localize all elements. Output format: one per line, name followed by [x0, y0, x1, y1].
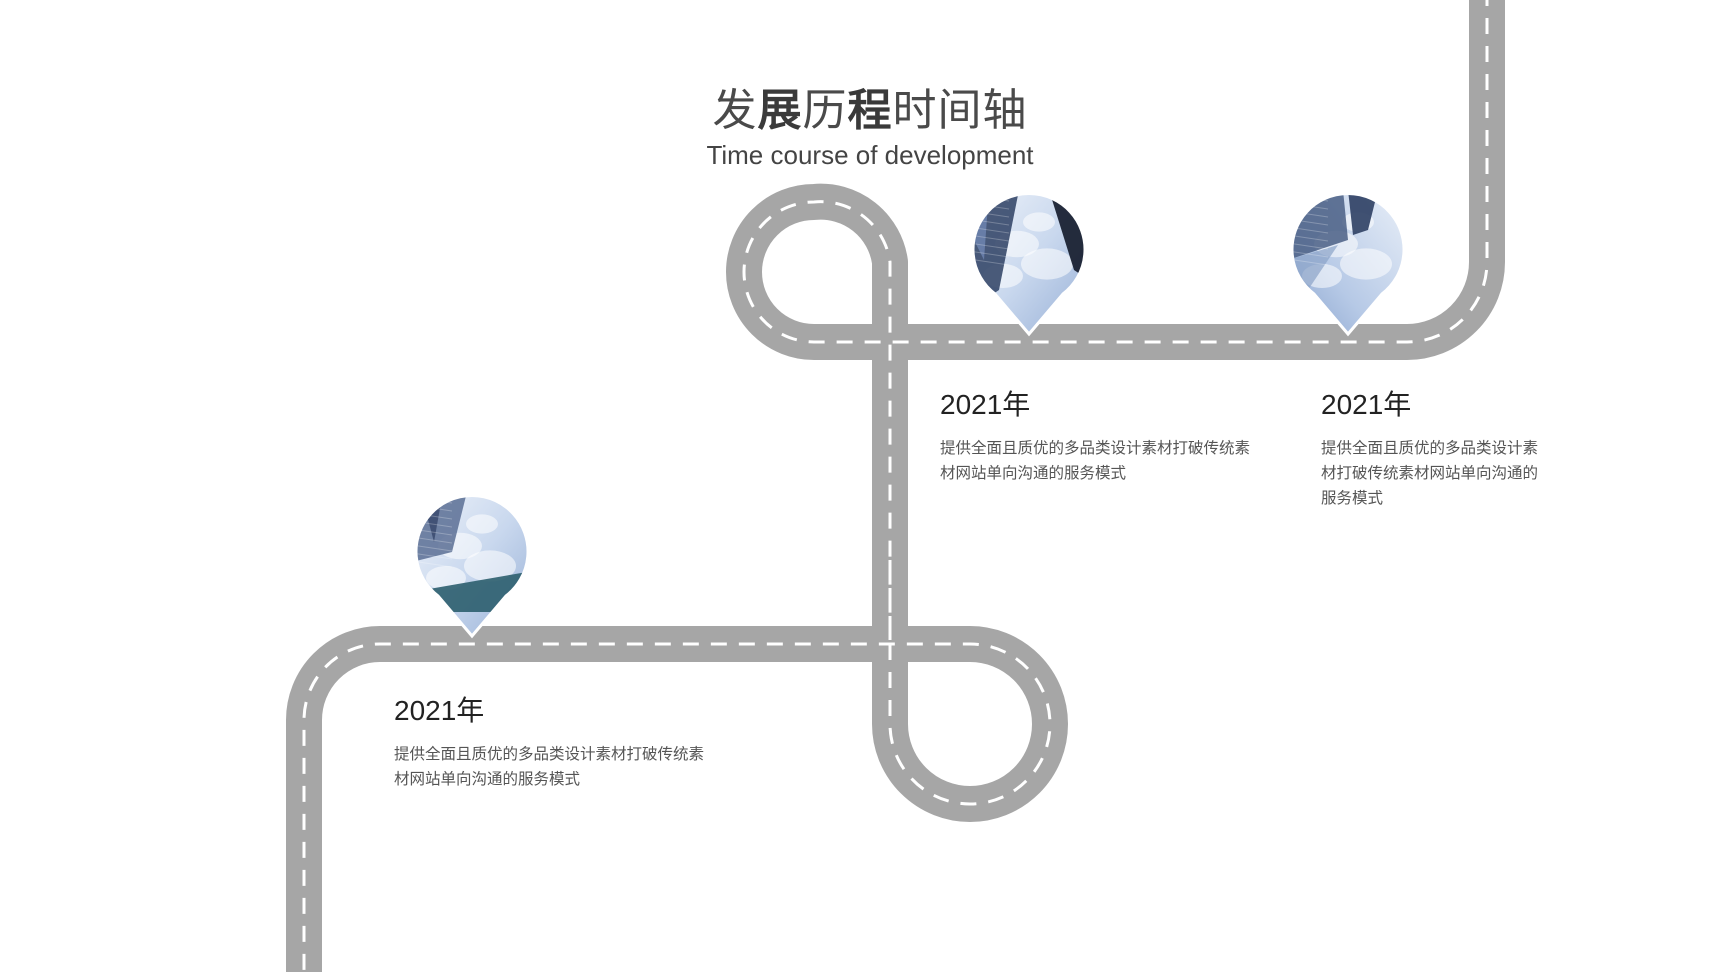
milestone-year: 2021年 — [940, 389, 1031, 420]
milestone-description: 提供全面且质优的多品类设计素材打破传统素材网站单向沟通的服务模式 — [1321, 439, 1539, 507]
lane-marking — [302, 560, 1052, 972]
milestone-1: 2021年 提供全面且质优的多品类设计素材打破传统素材网站单向沟通的服务模式 — [940, 388, 1260, 486]
road-layer — [286, 0, 1505, 972]
title-char: 发 — [712, 85, 758, 136]
title-char-bold: 程 — [847, 85, 893, 136]
milestone-3: 2021年 提供全面且质优的多品类设计素材打破传统素材网站单向沟通的服务模式 — [394, 694, 714, 792]
title-block: 发展历程时间轴 Time course of development — [660, 82, 1080, 170]
title-char: 时间轴 — [892, 85, 1028, 136]
page-title: 发展历程时间轴 — [660, 82, 1080, 140]
location-pin-icon — [414, 494, 530, 639]
milestone-year: 2021年 — [1321, 389, 1412, 420]
lane-marking — [742, 0, 1489, 640]
milestone-year: 2021年 — [394, 695, 485, 726]
milestone-description: 提供全面且质优的多品类设计素材打破传统素材网站单向沟通的服务模式 — [940, 439, 1251, 482]
milestone-description: 提供全面且质优的多品类设计素材打破传统素材网站单向沟通的服务模式 — [394, 745, 705, 788]
location-pin-icon — [971, 192, 1087, 337]
milestone-2: 2021年 提供全面且质优的多品类设计素材打破传统素材网站单向沟通的服务模式 — [1321, 388, 1543, 511]
title-char-bold: 展 — [757, 85, 803, 136]
page-subtitle: Time course of development — [706, 140, 1034, 170]
location-pin-icon — [1290, 192, 1406, 337]
pin-layer — [414, 192, 1406, 639]
title-char: 历 — [802, 85, 848, 136]
